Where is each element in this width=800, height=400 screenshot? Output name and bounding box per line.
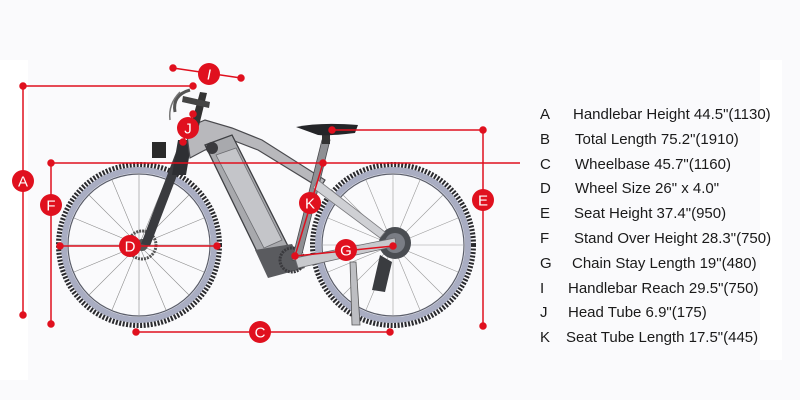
marker-A: A: [12, 170, 34, 192]
svg-text:I: I: [207, 67, 211, 84]
svg-text:D: D: [125, 239, 136, 256]
spec-value: Chain Stay Length 19"(480): [572, 254, 757, 272]
spec-key: J: [540, 304, 548, 322]
marker-C: C: [249, 321, 271, 343]
marker-K: K: [299, 192, 321, 214]
spec-list: A Handlebar Height 44.5"(1130) B Total Len…: [538, 103, 788, 351]
spec-value: Stand Over Height 28.3"(750): [574, 229, 772, 247]
spec-row-i: I Handlebar Reach 29.5"(750): [538, 277, 788, 302]
spec-row-a: A Handlebar Height 44.5"(1130): [538, 103, 788, 128]
svg-text:C: C: [255, 325, 266, 342]
spec-row-b: B Total Length 75.2"(1910): [538, 128, 788, 153]
spec-value: Seat Height 37.4"(950): [574, 205, 727, 223]
spec-value: Wheelbase 45.7"(1160): [575, 155, 731, 173]
spec-key: G: [540, 254, 552, 272]
spec-key: C: [540, 155, 551, 173]
spec-value: Head Tube 6.9"(175): [568, 304, 707, 322]
marker-F: F: [40, 194, 62, 216]
svg-text:E: E: [478, 193, 488, 210]
spec-value: Wheel Size 26" x 4.0": [575, 180, 720, 198]
spec-row-c: C Wheelbase 45.7"(1160): [538, 153, 788, 178]
spec-key: K: [540, 329, 551, 347]
svg-text:F: F: [46, 198, 55, 215]
spec-key: I: [540, 279, 545, 297]
spec-value: Handlebar Height 44.5"(1130): [573, 106, 771, 123]
marker-I: I: [198, 63, 220, 85]
marker-J: J: [177, 117, 199, 139]
right-backdrop: [760, 60, 782, 360]
svg-text:K: K: [305, 196, 315, 213]
spec-key: B: [540, 130, 551, 148]
svg-text:J: J: [184, 121, 192, 138]
marker-G: G: [335, 239, 357, 261]
bike-geometry-diagram: A F I J D C E K G: [12, 63, 520, 343]
spec-key: D: [540, 180, 551, 198]
spec-key: F: [540, 229, 550, 247]
spec-row-f: F Stand Over Height 28.3"(750): [538, 227, 788, 252]
spec-key: E: [540, 205, 551, 223]
spec-row-k: K Seat Tube Length 17.5"(445): [538, 326, 788, 351]
svg-text:G: G: [340, 243, 352, 260]
spec-value: Seat Tube Length 17.5"(445): [566, 329, 759, 347]
spec-key: A: [540, 106, 551, 123]
spec-row-d: D Wheel Size 26" x 4.0": [538, 177, 788, 202]
dimension-lines: [19, 64, 520, 336]
svg-text:A: A: [18, 174, 28, 191]
spec-row-e: E Seat Height 37.4"(950): [538, 202, 788, 227]
spec-row-j: J Head Tube 6.9"(175): [538, 301, 788, 326]
spec-value: Total Length 75.2"(1910): [575, 130, 739, 148]
marker-E: E: [472, 189, 494, 211]
marker-D: D: [119, 235, 141, 257]
spec-value: Handlebar Reach 29.5"(750): [568, 279, 759, 297]
spec-row-g: G Chain Stay Length 19"(480): [538, 252, 788, 277]
